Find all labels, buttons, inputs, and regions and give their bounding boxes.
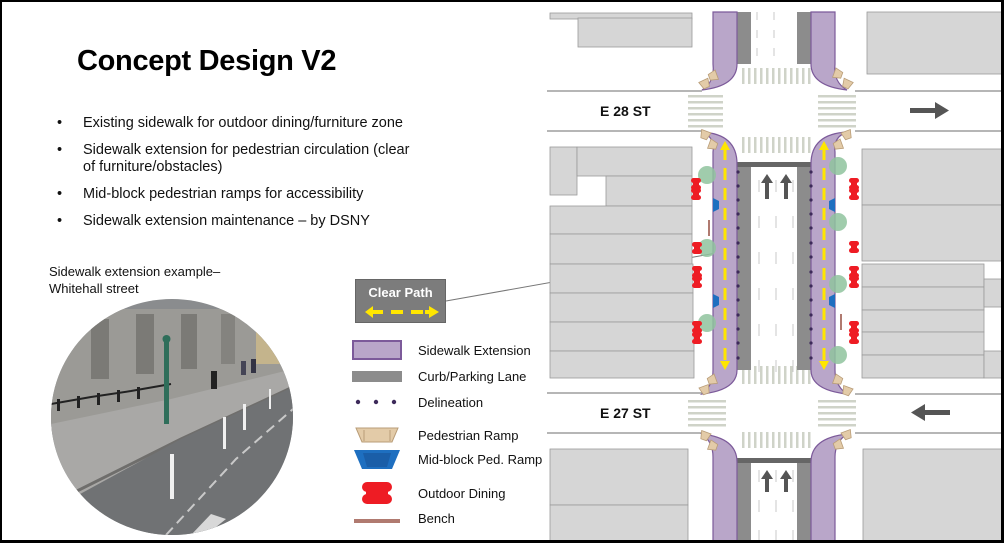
legend-label: Pedestrian Ramp xyxy=(418,427,519,443)
example-photo xyxy=(51,299,293,535)
blue-trapezoid-swatch-icon xyxy=(354,450,400,469)
delineation-dots xyxy=(736,170,813,360)
legend-item-delineation: Delineation xyxy=(350,391,483,413)
crosswalks xyxy=(688,68,856,448)
legend-item-sidewalk-extension: Sidewalk Extension xyxy=(350,339,531,361)
clear-path-callout: Clear Path xyxy=(355,279,446,323)
sidewalk-extensions xyxy=(699,11,848,540)
clear-path-markings xyxy=(720,141,829,370)
benches xyxy=(708,220,842,330)
purple-rectangle-swatch-icon xyxy=(352,340,402,360)
buildings xyxy=(549,11,1001,540)
bullet-list: • Existing sidewalk for outdoor dining/fu… xyxy=(57,115,477,240)
street-map: E 28 ST E 27 ST xyxy=(547,2,1001,540)
arrow-right-icon xyxy=(910,102,949,119)
photo-caption-line1: Sidewalk extension example– xyxy=(49,264,221,279)
street-map-drawing xyxy=(547,11,1001,540)
dots-swatch-icon xyxy=(355,399,397,405)
legend-label: Mid-block Ped. Ramp xyxy=(418,451,543,467)
legend-item-bench: Bench xyxy=(350,507,455,529)
slide-title: Concept Design V2 xyxy=(77,45,337,77)
legend-item-outdoor-dining: Outdoor Dining xyxy=(350,482,505,504)
avenue-arrows xyxy=(761,174,792,492)
legend-label: Sidewalk Extension xyxy=(418,342,531,358)
lane-markings xyxy=(756,12,794,540)
bullet-item: • Mid-block pedestrian ramps for accessib… xyxy=(57,186,477,203)
bullet-text: Sidewalk extension for pedestrian circul… xyxy=(83,142,410,175)
bullet-marker: • xyxy=(57,115,63,131)
brown-bar-swatch-icon xyxy=(354,519,400,523)
clear-path-label: Clear Path xyxy=(368,285,433,300)
legend-item-pedestrian-ramp: Pedestrian Ramp xyxy=(350,424,518,446)
red-table-swatch-icon xyxy=(362,482,392,504)
curb-parking-lanes xyxy=(737,12,823,540)
street-edges xyxy=(547,90,1001,434)
street-label-e27: E 27 ST xyxy=(600,405,651,421)
street-photo-illustration xyxy=(51,299,293,535)
photo-caption-line2: Whitehall street xyxy=(49,281,139,296)
bullet-marker: • xyxy=(57,186,63,202)
bullet-text: Sidewalk extension maintenance – by DSNY xyxy=(83,213,370,229)
double-headed-dashed-arrow-icon xyxy=(365,306,439,318)
bullet-item: • Existing sidewalk for outdoor dining/fu… xyxy=(57,115,477,132)
arrow-left-icon xyxy=(911,404,950,421)
bullet-text: Existing sidewalk for outdoor dining/fur… xyxy=(83,115,403,131)
gray-bar-swatch-icon xyxy=(352,371,402,382)
legend-label: Curb/Parking Lane xyxy=(418,368,527,384)
tan-trapezoid-swatch-icon xyxy=(355,427,399,443)
bullet-text: Mid-block pedestrian ramps for accessibi… xyxy=(83,186,364,202)
legend-label: Delineation xyxy=(418,394,484,410)
street-label-e28: E 28 ST xyxy=(600,103,651,119)
legend-label: Outdoor Dining xyxy=(418,485,506,501)
bullet-marker: • xyxy=(57,142,63,158)
legend-item-curb-parking-lane: Curb/Parking Lane xyxy=(350,365,526,387)
photo-caption: Sidewalk extension example– Whitehall st… xyxy=(49,263,299,297)
bullet-marker: • xyxy=(57,213,63,229)
legend-label: Bench xyxy=(418,510,455,526)
bullet-item: • Sidewalk extension maintenance – by DSN… xyxy=(57,213,477,230)
bullet-item: • Sidewalk extension for pedestrian circu… xyxy=(57,142,423,176)
legend-item-mid-block-ped-ramp: Mid-block Ped. Ramp xyxy=(350,448,542,470)
